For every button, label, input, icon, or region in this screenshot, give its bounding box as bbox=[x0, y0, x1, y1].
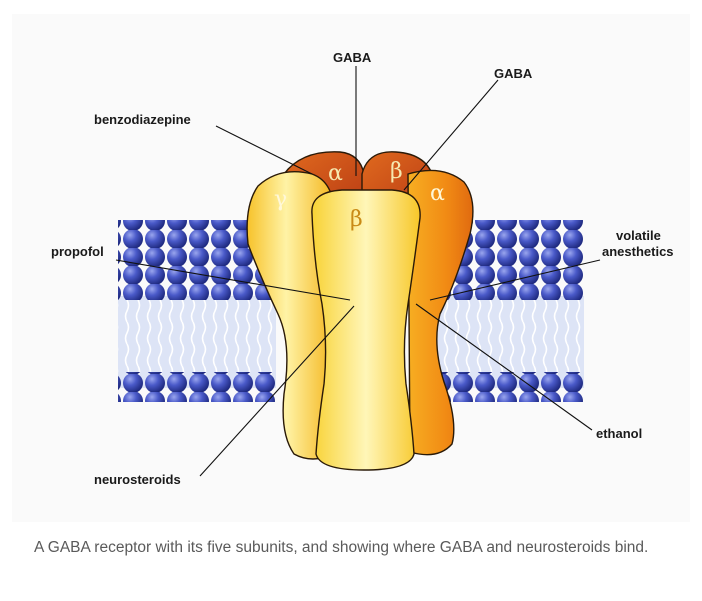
leader-ethanol bbox=[415, 303, 593, 431]
gaba-receptor-diagram: α β γ α β GABA GABA benzodiazepine propo… bbox=[51, 50, 674, 487]
label-volatile-line1: volatile bbox=[616, 228, 661, 243]
label-gaba-right: GABA bbox=[494, 66, 533, 81]
label-benzodiazepine: benzodiazepine bbox=[94, 112, 191, 127]
leader-propofol bbox=[115, 259, 351, 301]
subunit-label-alpha-left: α bbox=[328, 161, 343, 186]
label-volatile-line2: anesthetics bbox=[602, 244, 674, 259]
receptor bbox=[246, 151, 474, 471]
subunit-label-gamma: γ bbox=[274, 187, 287, 212]
figure-panel: α β γ α β GABA GABA benzodiazepine propo… bbox=[12, 14, 690, 522]
leader-gaba-right bbox=[403, 79, 499, 191]
subunit-beta-front bbox=[311, 189, 421, 471]
membrane-left bbox=[118, 220, 276, 402]
subunit-label-beta-back: β bbox=[390, 159, 403, 184]
leader-neurosteroids bbox=[199, 305, 355, 477]
label-propofol: propofol bbox=[51, 244, 104, 259]
leader-volatile bbox=[429, 259, 601, 301]
subunit-label-beta-front: β bbox=[350, 207, 363, 232]
leader-benzodiazepine bbox=[215, 125, 313, 175]
label-gaba-top: GABA bbox=[333, 50, 372, 65]
leader-lines bbox=[115, 66, 601, 477]
label-ethanol: ethanol bbox=[596, 426, 642, 441]
subunit-label-alpha-right: α bbox=[430, 181, 445, 206]
subunit-gamma bbox=[246, 171, 335, 460]
figure-caption: A GABA receptor with its five subunits, … bbox=[34, 539, 649, 556]
label-neurosteroids: neurosteroids bbox=[94, 472, 181, 487]
subunit-alpha-right bbox=[407, 169, 474, 456]
